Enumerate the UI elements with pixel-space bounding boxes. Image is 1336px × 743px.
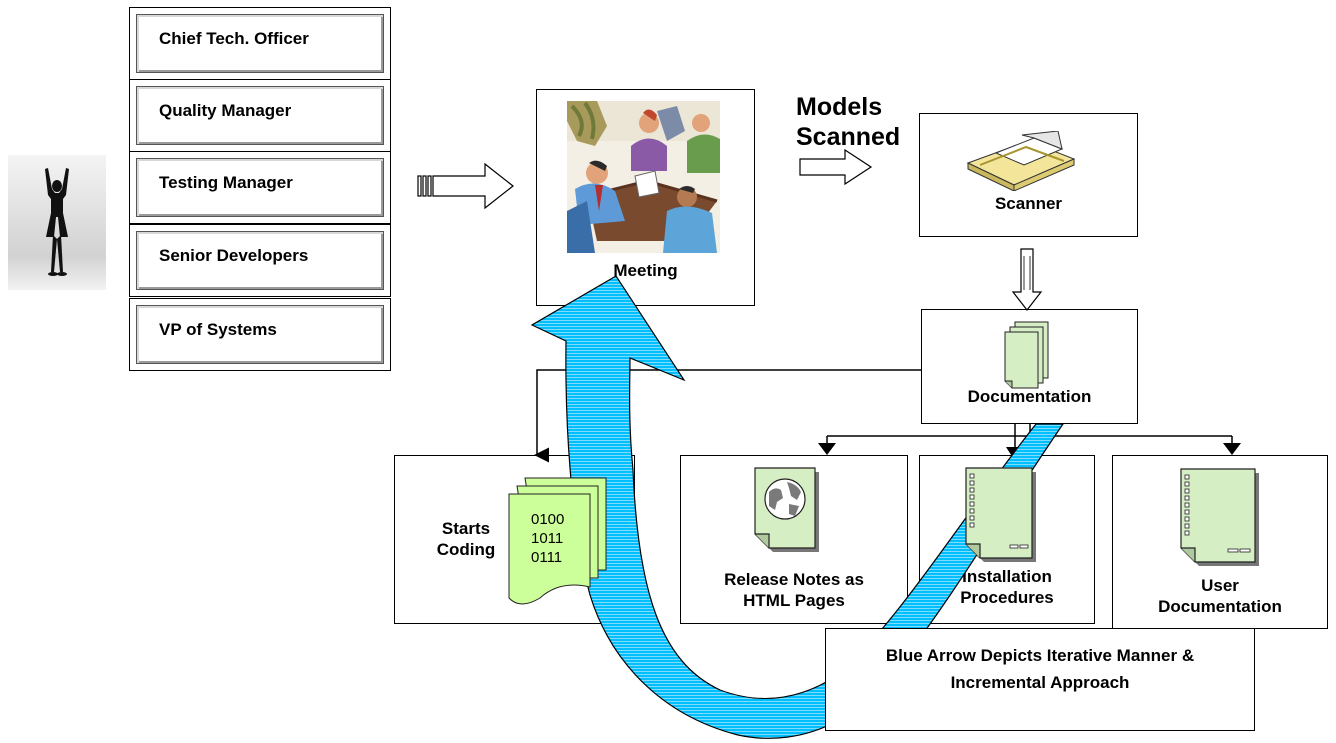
- scanner-label: Scanner: [994, 194, 1063, 213]
- role-label: VP of Systems: [159, 320, 277, 339]
- note-text: Blue Arrow Depicts Iterative Manner & In…: [885, 646, 1195, 692]
- documentation-label: Documentation: [967, 387, 1092, 406]
- models-scanned-label: Models Scanned: [796, 93, 901, 151]
- scanner-to-documentation-arrow: [1011, 248, 1043, 311]
- meeting-box: Meeting: [536, 89, 755, 306]
- web-document-icon: [754, 467, 819, 552]
- release-notes-box: Release Notes as HTML Pages: [680, 455, 908, 624]
- documentation-stack-icon: [1004, 321, 1049, 389]
- binary-code-text: 0100 1011 0111: [531, 511, 565, 566]
- starts-coding-label: Starts Coding: [436, 519, 496, 559]
- scanner-icon: [966, 131, 1076, 191]
- meeting-label: Meeting: [613, 261, 678, 280]
- scanner-box: Scanner: [919, 113, 1138, 237]
- meeting-to-scanner-arrow: [799, 148, 873, 186]
- role-label: Testing Manager: [159, 173, 293, 192]
- note-box: Blue Arrow Depicts Iterative Manner & In…: [825, 628, 1255, 731]
- role-label: Senior Developers: [159, 246, 309, 265]
- role-label: Quality Manager: [159, 101, 292, 120]
- documentation-to-coding-connector: [534, 369, 921, 463]
- role-testing-manager: Testing Manager: [129, 151, 391, 224]
- role-quality-manager: Quality Manager: [129, 79, 391, 152]
- meeting-clipart-icon: [567, 101, 720, 253]
- iteration-loop-arrow: [530, 275, 1065, 739]
- role-chief-tech-officer: Chief Tech. Officer: [129, 7, 391, 80]
- release-notes-label: Release Notes as HTML Pages: [724, 570, 864, 610]
- user-documentation-checklist-icon: [1180, 468, 1259, 566]
- user-documentation-label: User Documentation: [1158, 576, 1282, 616]
- installation-checklist-icon: [965, 467, 1036, 562]
- roles-to-meeting-arrow: [417, 162, 514, 210]
- role-senior-developers: Senior Developers: [129, 224, 391, 297]
- binary-code-document-icon: [508, 477, 607, 605]
- person-silhouette-icon: [8, 155, 106, 290]
- installation-label: Installation Procedures: [960, 567, 1054, 607]
- role-vp-of-systems: VP of Systems: [129, 298, 391, 371]
- role-label: Chief Tech. Officer: [159, 29, 309, 48]
